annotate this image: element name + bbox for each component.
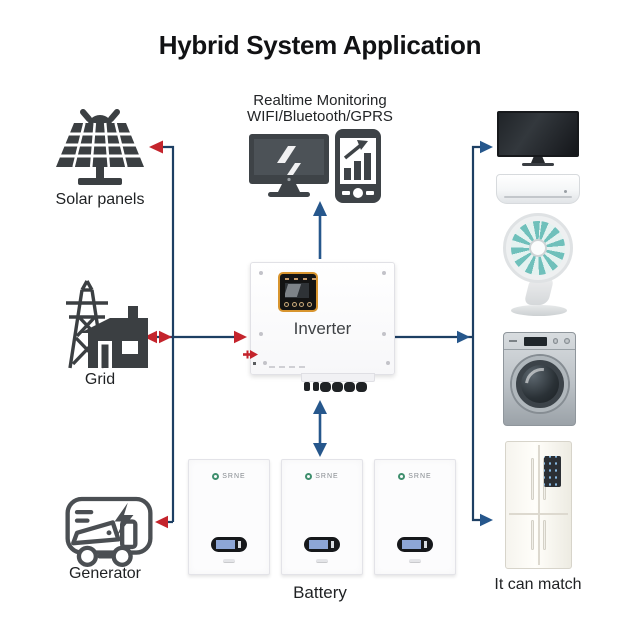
solar-panels-icon [56, 109, 144, 185]
inverter-dc-port-marker [243, 350, 258, 359]
battery-unit-2: SRNE [281, 459, 363, 575]
grid-icon [66, 280, 148, 369]
monitoring-caption-line1: Realtime Monitoring [253, 92, 387, 109]
battery-brand-text: SRNE [315, 473, 339, 480]
generator-label: Generator [68, 565, 142, 582]
smartphone-icon [335, 129, 381, 203]
inverter-terminals [304, 382, 367, 392]
inverter-buttons [284, 302, 312, 307]
refrigerator-image [505, 441, 572, 569]
battery-display [211, 537, 247, 552]
monitoring-caption: Realtime Monitoring WIFI/Bluetooth/GPRS [225, 93, 415, 125]
inverter-display-panel [278, 272, 318, 312]
battery-handle [316, 559, 328, 563]
tv-image [497, 111, 579, 157]
grid-to-inverter-connector [144, 330, 247, 344]
inverter-to-monitoring-arrow [313, 201, 327, 259]
inverter-unit: Inverter [243, 262, 395, 392]
page-title: Hybrid System Application [158, 30, 482, 60]
battery-unit-1: SRNE [188, 459, 270, 575]
inverter-ground-dot [253, 362, 256, 365]
inverter-indicator-lights [285, 278, 316, 280]
washing-machine-image [503, 332, 576, 426]
battery-unit-3: SRNE [374, 459, 456, 575]
fan-image [501, 213, 577, 317]
grid-label: Grid [84, 371, 116, 388]
battery-display [304, 537, 340, 552]
bus-to-generator-connector [155, 515, 173, 529]
fridge-control-panel [544, 456, 561, 487]
battery-brand-text: SRNE [222, 473, 246, 480]
brand-ring-icon [305, 473, 313, 480]
air-conditioner-image [496, 174, 580, 204]
brand-ring-icon [398, 473, 406, 480]
it-can-match-label: It can match [494, 576, 582, 593]
inverter-label: Inverter [293, 319, 352, 338]
battery-handle [409, 559, 421, 563]
tv-stand [531, 157, 545, 163]
inverter-vents [269, 366, 305, 368]
inverter-lcd-screen [285, 283, 309, 298]
generator-icon [65, 496, 153, 567]
brand-ring-icon [212, 473, 220, 480]
monitor-icon [249, 134, 329, 197]
battery-brand-text: SRNE [408, 473, 432, 480]
battery-brand-logo: SRNE [375, 473, 455, 480]
inverter-battery-double-arrow [313, 400, 327, 457]
solar-panels-label: Solar panels [55, 191, 145, 208]
tv-base [522, 163, 554, 166]
washer-door [511, 355, 568, 412]
battery-display [397, 537, 433, 552]
fan-hub [529, 239, 547, 257]
monitoring-caption-line2: WIFI/Bluetooth/GPRS [247, 108, 393, 125]
battery-brand-logo: SRNE [282, 473, 362, 480]
inverter-bottom-tray [301, 373, 375, 382]
battery-label: Battery [293, 583, 347, 602]
washer-control-panel [504, 333, 575, 350]
battery-handle [223, 559, 235, 563]
battery-brand-logo: SRNE [189, 473, 269, 480]
